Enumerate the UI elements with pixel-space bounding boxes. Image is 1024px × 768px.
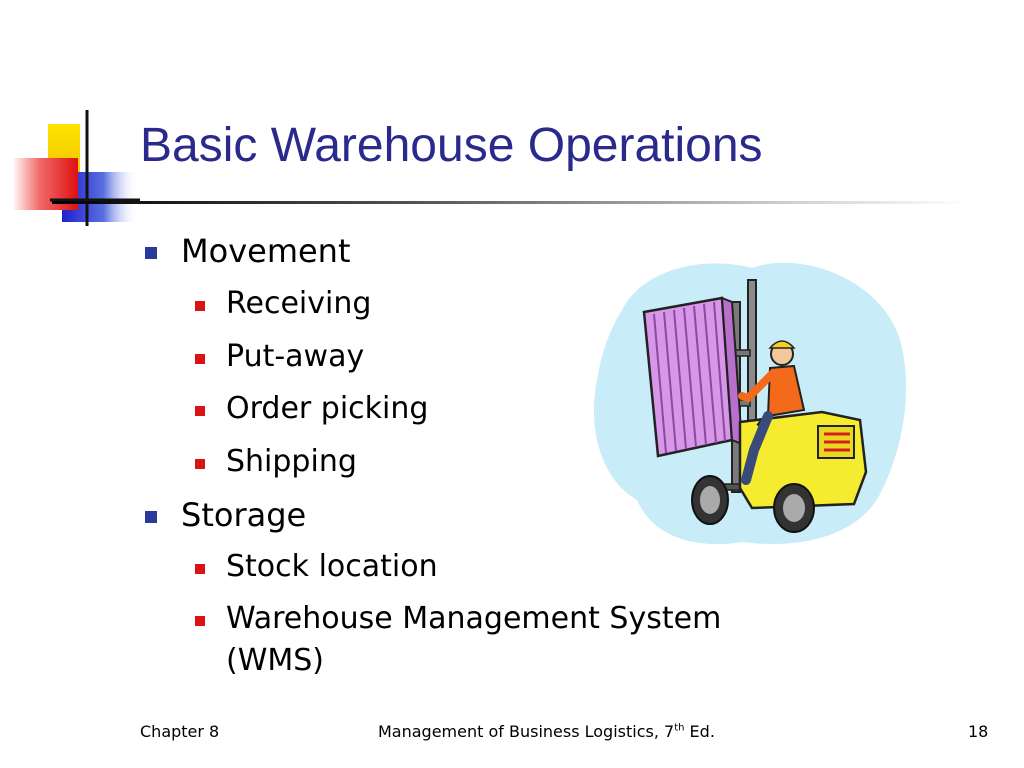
slide-title: Basic Warehouse Operations: [140, 119, 763, 172]
sub-bullet-receiving: Receiving: [195, 286, 372, 321]
sub-bullet-put-away: Put-away: [195, 339, 365, 374]
sub-bullet-marker: [195, 354, 205, 364]
sub-bullet-text: Stock location: [226, 549, 438, 584]
sub-bullet-stock-location: Stock location: [195, 549, 438, 584]
sub-bullet-marker: [195, 459, 205, 469]
sub-bullet-text: (WMS): [226, 643, 324, 678]
bullet-text: Storage: [181, 496, 307, 534]
bullet-movement: Movement: [145, 232, 351, 270]
sub-bullet-order-picking: Order picking: [195, 391, 429, 426]
sub-bullet-marker: [195, 406, 205, 416]
front-wheel: [691, 475, 729, 525]
container: [642, 296, 744, 458]
bullet-marker: [145, 511, 157, 523]
footer-book-title: Management of Business Logistics, 7th Ed…: [378, 722, 715, 741]
title-underline: [52, 201, 972, 204]
corner-decoration: [14, 110, 140, 226]
driver: [738, 340, 806, 485]
bullet-storage: Storage: [145, 496, 307, 534]
sub-bullet-text: Order picking: [226, 391, 429, 426]
sub-bullet-text: Warehouse Management System: [226, 601, 722, 636]
sub-bullet-wms-continued: (WMS): [226, 643, 324, 678]
sub-bullet-marker: [195, 301, 205, 311]
sub-bullet-text: Shipping: [226, 444, 357, 479]
sub-bullet-text: Receiving: [226, 286, 372, 321]
forklift-icon: [593, 262, 907, 545]
sub-bullet-shipping: Shipping: [195, 444, 357, 479]
sub-bullet-wms: Warehouse Management System: [195, 601, 722, 636]
footer-page-number: 18: [968, 722, 989, 741]
sub-bullet-text: Put-away: [226, 339, 365, 374]
bullet-marker: [145, 247, 157, 259]
sub-bullet-marker: [195, 616, 205, 626]
footer-chapter: Chapter 8: [140, 722, 220, 741]
bullet-text: Movement: [181, 232, 351, 270]
sub-bullet-marker: [195, 564, 205, 574]
rear-wheel: [773, 483, 815, 533]
